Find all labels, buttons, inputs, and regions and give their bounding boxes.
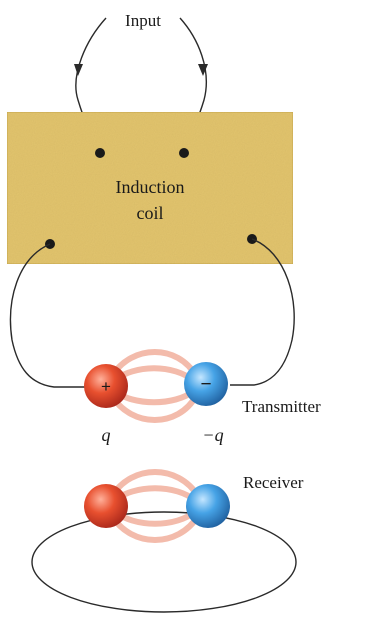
charge-label-negative: −q	[202, 425, 223, 445]
input-arrowhead-right	[198, 64, 208, 76]
input-arrowhead-left	[74, 64, 83, 76]
receiver-loop	[31, 511, 297, 613]
coil-label-line2: coil	[137, 203, 164, 223]
terminal-input-right	[179, 148, 189, 158]
receiver-positive-sphere	[84, 484, 128, 528]
receiver-label: Receiver	[243, 473, 304, 492]
minus-sign: −	[200, 374, 211, 395]
receiver-negative-sphere	[186, 484, 230, 528]
induction-coil-box	[6, 111, 294, 265]
plus-sign: +	[101, 377, 111, 396]
transmitter-label: Transmitter	[242, 397, 321, 416]
transmitter-negative-sphere	[184, 362, 228, 406]
transmitter-wire-right	[230, 238, 295, 386]
terminal-input-left	[95, 148, 105, 158]
charge-label-positive: q	[102, 425, 111, 445]
coil-label-line1: Induction	[116, 177, 185, 197]
transmitter-wire-left	[9, 243, 86, 388]
input-label: Input	[125, 11, 161, 30]
transmitter-positive-sphere	[84, 364, 128, 408]
